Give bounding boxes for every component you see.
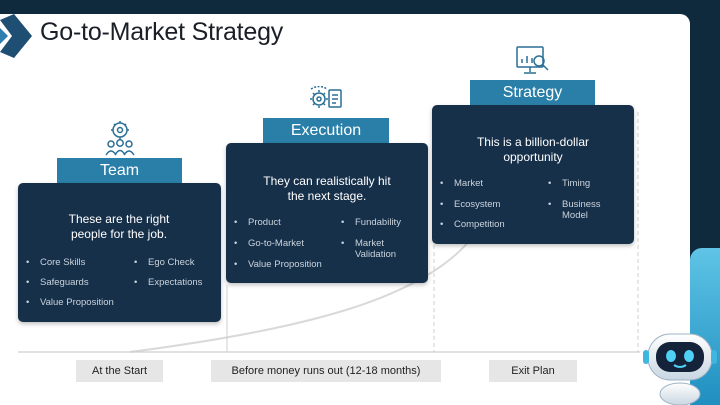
brand-logo-icon xyxy=(0,14,32,58)
list-item: Product xyxy=(234,217,281,228)
gears-document-icon xyxy=(310,86,342,108)
stage-headline-team: These are the right people for the job. xyxy=(68,212,170,241)
stage-card-execution: They can realistically hit the next stag… xyxy=(226,143,428,283)
stage-headline-execution: They can realistically hit the next stag… xyxy=(263,174,391,203)
list-item: Go-to-Market xyxy=(234,238,304,249)
stage-card-team: These are the right people for the job. … xyxy=(18,183,221,322)
timeline-tag-exit: Exit Plan xyxy=(489,360,577,382)
list-item: Value Proposition xyxy=(26,297,114,308)
list-item: Value Proposition xyxy=(234,259,322,270)
timeline-tag-start: At the Start xyxy=(76,360,163,382)
stage-headline-strategy: This is a billion-dollar opportunity xyxy=(476,135,590,164)
list-item: Market Validation xyxy=(341,238,417,260)
list-item: Competition xyxy=(440,219,505,230)
list-item: Business Model xyxy=(548,199,622,221)
stage-label-execution: Execution xyxy=(263,118,389,144)
list-item: Ego Check xyxy=(134,257,195,268)
list-item: Expectations xyxy=(134,277,203,288)
team-gear-icon xyxy=(105,121,135,156)
list-item: Timing xyxy=(548,178,590,189)
stage-label-strategy: Strategy xyxy=(470,80,595,106)
stage-label-team: Team xyxy=(57,158,182,184)
timeline-tag-runway: Before money runs out (12-18 months) xyxy=(211,360,441,382)
list-item: Fundability xyxy=(341,217,401,228)
list-item: Safeguards xyxy=(26,277,88,288)
assistant-robot-icon[interactable] xyxy=(643,326,719,405)
chart-magnifier-icon xyxy=(516,46,549,74)
page-title: Go-to-Market Strategy xyxy=(40,18,284,46)
list-item: Ecosystem xyxy=(440,199,501,210)
list-item: Market xyxy=(440,178,483,189)
list-item: Core Skills xyxy=(26,257,86,268)
stage-card-strategy: This is a billion-dollar opportunity Mar… xyxy=(432,105,634,244)
growth-curve xyxy=(129,239,471,353)
